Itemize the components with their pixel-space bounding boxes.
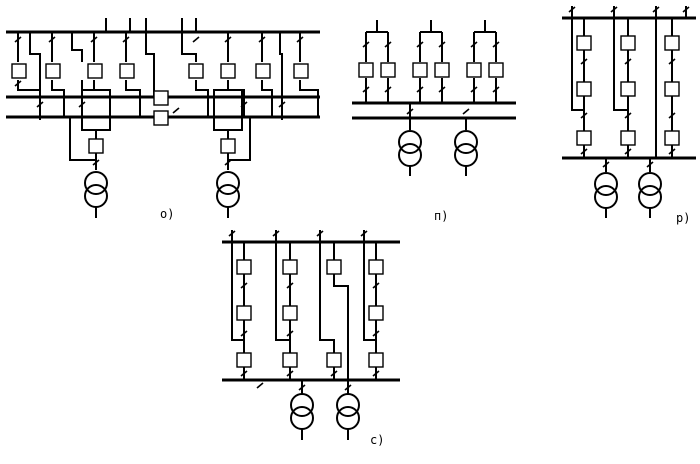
transformer-winding xyxy=(594,185,618,209)
panel-label-o: о) xyxy=(160,207,174,221)
breaker xyxy=(620,35,636,51)
disconnector-ticks xyxy=(14,36,304,166)
breaker xyxy=(664,130,680,146)
breaker xyxy=(282,305,298,321)
breaker xyxy=(87,63,103,79)
transformer-breaker xyxy=(220,138,236,154)
transformer-winding xyxy=(398,143,422,167)
transformer-winding xyxy=(454,130,478,154)
breaker xyxy=(620,81,636,97)
breaker xyxy=(664,35,680,51)
breaker xyxy=(368,259,384,275)
panel-label-s: с) xyxy=(370,433,384,447)
feeder-pair xyxy=(358,20,396,103)
transformer-winding xyxy=(84,184,108,208)
breaker xyxy=(282,352,298,368)
breaker xyxy=(220,63,236,79)
breaker xyxy=(620,130,636,146)
scheme-p: п) xyxy=(352,20,516,223)
breaker xyxy=(326,352,342,368)
breaker xyxy=(293,63,309,79)
transformer-winding xyxy=(216,171,240,195)
breaker xyxy=(412,62,428,78)
breaker xyxy=(434,62,450,78)
transformer-breaker xyxy=(88,138,104,154)
disconnector-ticks xyxy=(228,230,380,391)
transformer-winding xyxy=(638,172,662,196)
feeder-group-left xyxy=(11,18,155,218)
breaker xyxy=(188,63,204,79)
sectional-breaker xyxy=(153,110,169,126)
disconnector-ticks xyxy=(568,6,690,168)
breaker xyxy=(358,62,374,78)
breaker xyxy=(368,352,384,368)
breaker xyxy=(488,62,504,78)
transformer-winding xyxy=(336,406,360,430)
breaker xyxy=(119,63,135,79)
breaker xyxy=(664,81,680,97)
transformer-winding xyxy=(336,393,360,417)
transformer-winding xyxy=(594,172,618,196)
transformer-winding xyxy=(216,184,240,208)
panel-label-p: п) xyxy=(434,209,448,223)
breaker xyxy=(326,259,342,275)
panel-label-r: р) xyxy=(676,211,690,225)
breaker xyxy=(576,35,592,51)
transformer-winding xyxy=(84,171,108,195)
feeder-group-right xyxy=(181,18,319,218)
breaker xyxy=(236,305,252,321)
breaker xyxy=(368,305,384,321)
breaker xyxy=(576,81,592,97)
breaker xyxy=(11,63,27,79)
bus-coupler-breaker xyxy=(153,90,169,106)
breaker xyxy=(45,63,61,79)
transformer-winding xyxy=(398,130,422,154)
scheme-r: р) xyxy=(562,6,696,225)
transformer-winding xyxy=(638,185,662,209)
breaker xyxy=(282,259,298,275)
breaker xyxy=(236,352,252,368)
scheme-s: с) xyxy=(222,230,400,447)
breaker xyxy=(576,130,592,146)
breaker xyxy=(380,62,396,78)
transformer-winding xyxy=(290,393,314,417)
disconnector-ticks xyxy=(362,41,500,115)
breaker xyxy=(236,259,252,275)
breaker xyxy=(255,63,271,79)
breaker xyxy=(466,62,482,78)
transformer-winding xyxy=(290,406,314,430)
transformer-winding xyxy=(454,143,478,167)
scheme-o: о) xyxy=(6,18,320,221)
